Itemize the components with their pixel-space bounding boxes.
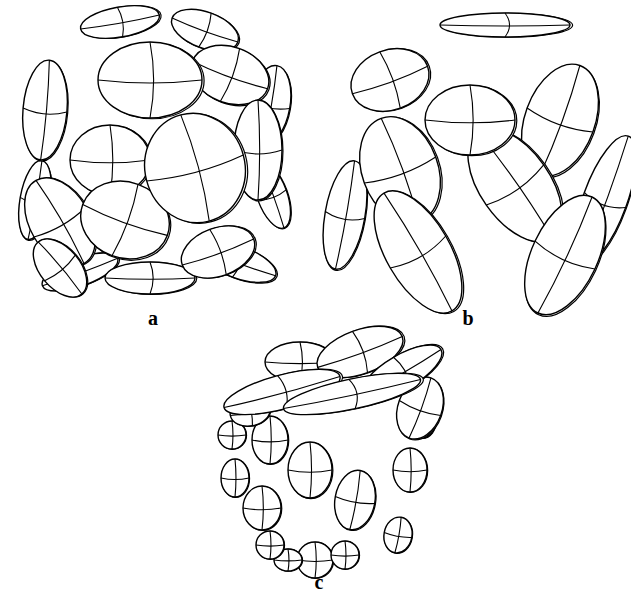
panel-label: a	[148, 308, 158, 328]
ellipsoid-cluster-a	[10, 0, 299, 307]
ellipsoid-cluster-b	[316, 13, 631, 329]
ellipsoid-cluster-c	[218, 315, 452, 578]
panel-label: c	[315, 572, 324, 592]
panel-label: b	[462, 308, 473, 328]
